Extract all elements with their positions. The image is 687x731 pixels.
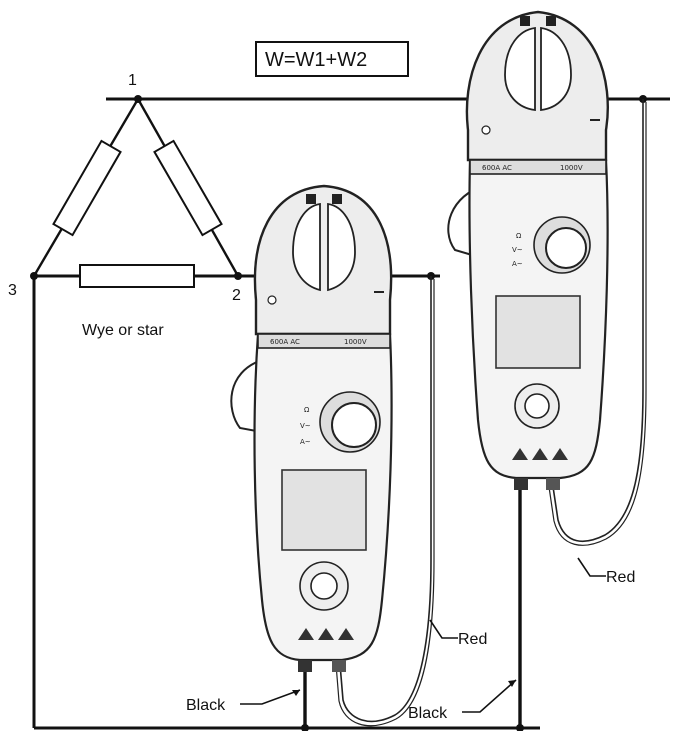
wye-network	[32, 98, 242, 288]
svg-text:600A AC: 600A AC	[482, 164, 512, 172]
svg-text:V~: V~	[512, 246, 523, 254]
svg-text:Ω: Ω	[516, 232, 522, 240]
node-label-1: 1	[128, 72, 137, 89]
svg-text:A~: A~	[300, 438, 311, 446]
node-label-2: 2	[232, 287, 241, 304]
node-label-3: 3	[8, 282, 17, 299]
label-pointers	[240, 557, 606, 713]
svg-text:A~: A~	[512, 260, 523, 268]
svg-text:1000V: 1000V	[560, 164, 583, 172]
formula-label: W=W1+W2	[265, 49, 367, 71]
formula-box: W=W1+W2	[255, 41, 409, 77]
svg-text:1000V: 1000V	[344, 338, 367, 346]
resistor-left	[52, 139, 122, 237]
label-red-meter2: Red	[606, 569, 635, 586]
svg-text:V~: V~	[300, 422, 311, 430]
svg-text:Ω: Ω	[304, 406, 310, 414]
clamp-meter-2: 600A AC 1000V Ω V~ A~	[447, 10, 647, 731]
resistor-right	[153, 139, 223, 237]
clamp-meter-1: 600A AC 1000V Ω V~ A~	[230, 184, 435, 731]
svg-text:600A AC: 600A AC	[270, 338, 300, 346]
label-black-meter2: Black	[408, 705, 448, 722]
label-red-meter1: Red	[458, 631, 487, 648]
label-black-meter1: Black	[186, 697, 226, 714]
resistor-bottom	[79, 264, 195, 288]
network-caption: Wye or star	[82, 322, 164, 339]
